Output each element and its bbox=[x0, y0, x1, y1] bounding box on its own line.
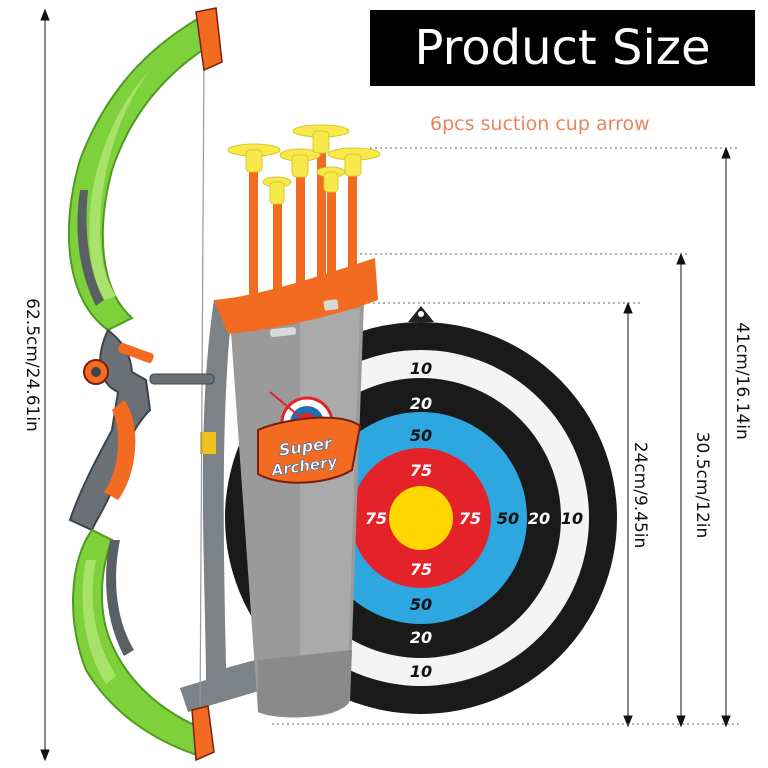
quiver-arrow-bottom bbox=[676, 715, 686, 728]
quiver-collar bbox=[214, 258, 378, 334]
total-arrow-bottom bbox=[721, 715, 731, 728]
super-archery-logo: Super Archery bbox=[257, 391, 362, 484]
suction-cup-arrows bbox=[227, 124, 381, 300]
score-label: 75 bbox=[459, 509, 481, 528]
score-label: 10 bbox=[410, 359, 432, 378]
bow-arrow-top bbox=[40, 8, 50, 21]
arrow-count-label: 6pcs suction cup arrow bbox=[430, 113, 650, 135]
target-height-label: 24cm/9.45in bbox=[630, 441, 650, 549]
total-height-label: 41cm/16.14in bbox=[732, 322, 752, 440]
guide-lines bbox=[272, 147, 740, 725]
arrow-shafts bbox=[249, 148, 357, 300]
dimension-lines bbox=[40, 8, 731, 762]
score-label: 75 bbox=[410, 461, 432, 480]
bow-tip-bottom bbox=[191, 705, 215, 762]
target-bullseye bbox=[389, 486, 453, 550]
score-label: 50 bbox=[497, 509, 519, 528]
score-label: 20 bbox=[410, 394, 432, 413]
target-arrow-top bbox=[623, 301, 633, 314]
target-arrow-bottom bbox=[623, 715, 633, 728]
title-banner: Product Size bbox=[370, 10, 755, 86]
score-label: 50 bbox=[410, 426, 432, 445]
bow-grip bbox=[104, 400, 136, 500]
total-arrow-top bbox=[721, 146, 731, 159]
quiver-base bbox=[258, 650, 352, 718]
score-label: 20 bbox=[410, 628, 432, 647]
score-label: 75 bbox=[365, 509, 387, 528]
score-label: 50 bbox=[410, 595, 432, 614]
quiver-arrow-top bbox=[676, 252, 686, 265]
strap-buckle bbox=[200, 432, 216, 454]
bow bbox=[67, 7, 223, 762]
quiver bbox=[214, 258, 378, 718]
bow-height-label: 62.5cm/24.61in bbox=[22, 298, 42, 432]
arrow-suction-cups bbox=[227, 124, 381, 205]
score-label: 10 bbox=[410, 662, 432, 681]
bowstring bbox=[199, 57, 205, 719]
score-label: 75 bbox=[410, 560, 432, 579]
logo-text-super: Super bbox=[278, 433, 334, 459]
score-label: 10 bbox=[561, 509, 583, 528]
page-title: Product Size bbox=[414, 20, 711, 76]
score-label: 20 bbox=[528, 509, 550, 528]
quiver-strap bbox=[180, 300, 262, 712]
bow-arrow-bottom bbox=[40, 749, 50, 762]
bow-tip-top bbox=[195, 7, 223, 72]
bow-riser bbox=[68, 328, 152, 532]
quiver-height-label: 30.5cm/12in bbox=[692, 431, 712, 539]
